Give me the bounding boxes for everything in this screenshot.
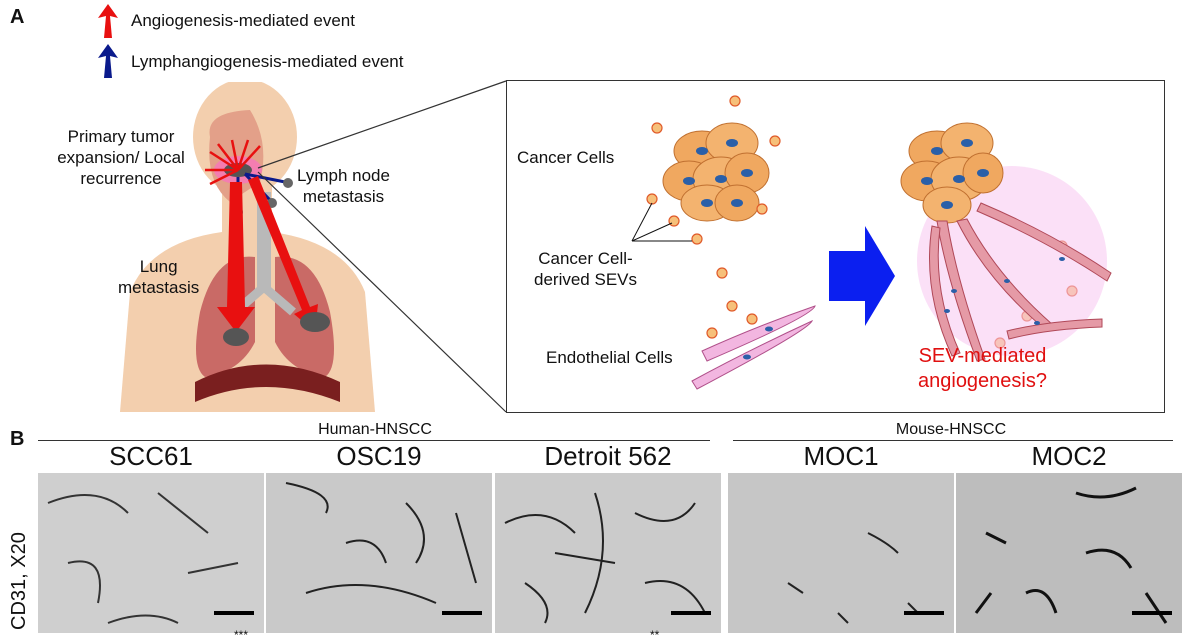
- sev-angiogenesis-line-1: SEV-mediated: [918, 345, 1047, 367]
- legend-red-arrow-icon: [96, 4, 120, 43]
- column-header-scc61: SCC61: [109, 441, 193, 471]
- primary-tumor-line-3: recurrence: [80, 169, 162, 188]
- micrograph-moc2: [956, 473, 1182, 633]
- primary-tumor-line-1: Primary tumor: [67, 127, 175, 146]
- panel-a-letter: A: [10, 6, 25, 28]
- primary-tumor-label: Primary tumor expansion/ Local recurrenc…: [46, 126, 196, 189]
- cancer-cells-label: Cancer Cells: [517, 148, 615, 167]
- lung-label: Lung metastasis: [118, 256, 199, 298]
- legend-lymphangiogenesis-label: Lymphangiogenesis-mediated event: [131, 52, 404, 71]
- micrograph-moc1: [728, 473, 954, 633]
- human-body-illustration: [110, 79, 510, 417]
- micrograph-osc19: [266, 473, 492, 633]
- sev-angiogenesis-label: SEV-mediated angiogenesis?: [918, 344, 1047, 394]
- sev-angiogenesis-line-2: angiogenesis?: [918, 370, 1047, 392]
- panel-b-letter: B: [10, 428, 25, 450]
- sevs-label: Cancer Cell- derived SEVs: [534, 248, 637, 290]
- sev-mechanism-box: [506, 80, 1165, 413]
- group-mouse-label: Mouse-HNSCC: [895, 421, 1007, 438]
- group-mouse-rule: [733, 440, 1173, 441]
- row-label-cd31: CD31, X20: [8, 532, 30, 630]
- micrograph-detroit562: [495, 473, 721, 633]
- lung-line-2: metastasis: [118, 278, 200, 297]
- cancer-cell-cluster: [662, 122, 770, 222]
- column-header-moc1: MOC1: [803, 441, 879, 471]
- column-header-osc19: OSC19: [336, 441, 422, 471]
- micrograph-scc61: [38, 473, 264, 633]
- legend-blue-arrow-icon: [96, 44, 120, 83]
- significance-mark-2: **: [650, 628, 660, 642]
- group-human-rule: [38, 440, 710, 441]
- lung-line-1: Lung: [139, 257, 178, 276]
- sevs-line-1: Cancer Cell-: [538, 249, 633, 268]
- transition-arrow-icon: [829, 226, 895, 326]
- column-header-detroit562: Detroit 562: [544, 441, 672, 471]
- endothelial-cells-label: Endothelial Cells: [546, 348, 673, 367]
- lymph-node-label: Lymph node metastasis: [297, 165, 390, 207]
- significance-mark-1: ***: [234, 628, 249, 642]
- lymph-node-line-2: metastasis: [302, 187, 385, 206]
- column-header-moc2: MOC2: [1031, 441, 1107, 471]
- group-human-label: Human-HNSCC: [318, 421, 432, 438]
- lymph-node-line-1: Lymph node: [297, 166, 390, 185]
- sev-mechanism-illustration: [631, 95, 1112, 390]
- sevs-line-2: derived SEVs: [534, 270, 637, 289]
- primary-tumor-line-2: expansion/ Local: [57, 148, 185, 167]
- legend-angiogenesis-label: Angiogenesis-mediated event: [131, 11, 355, 30]
